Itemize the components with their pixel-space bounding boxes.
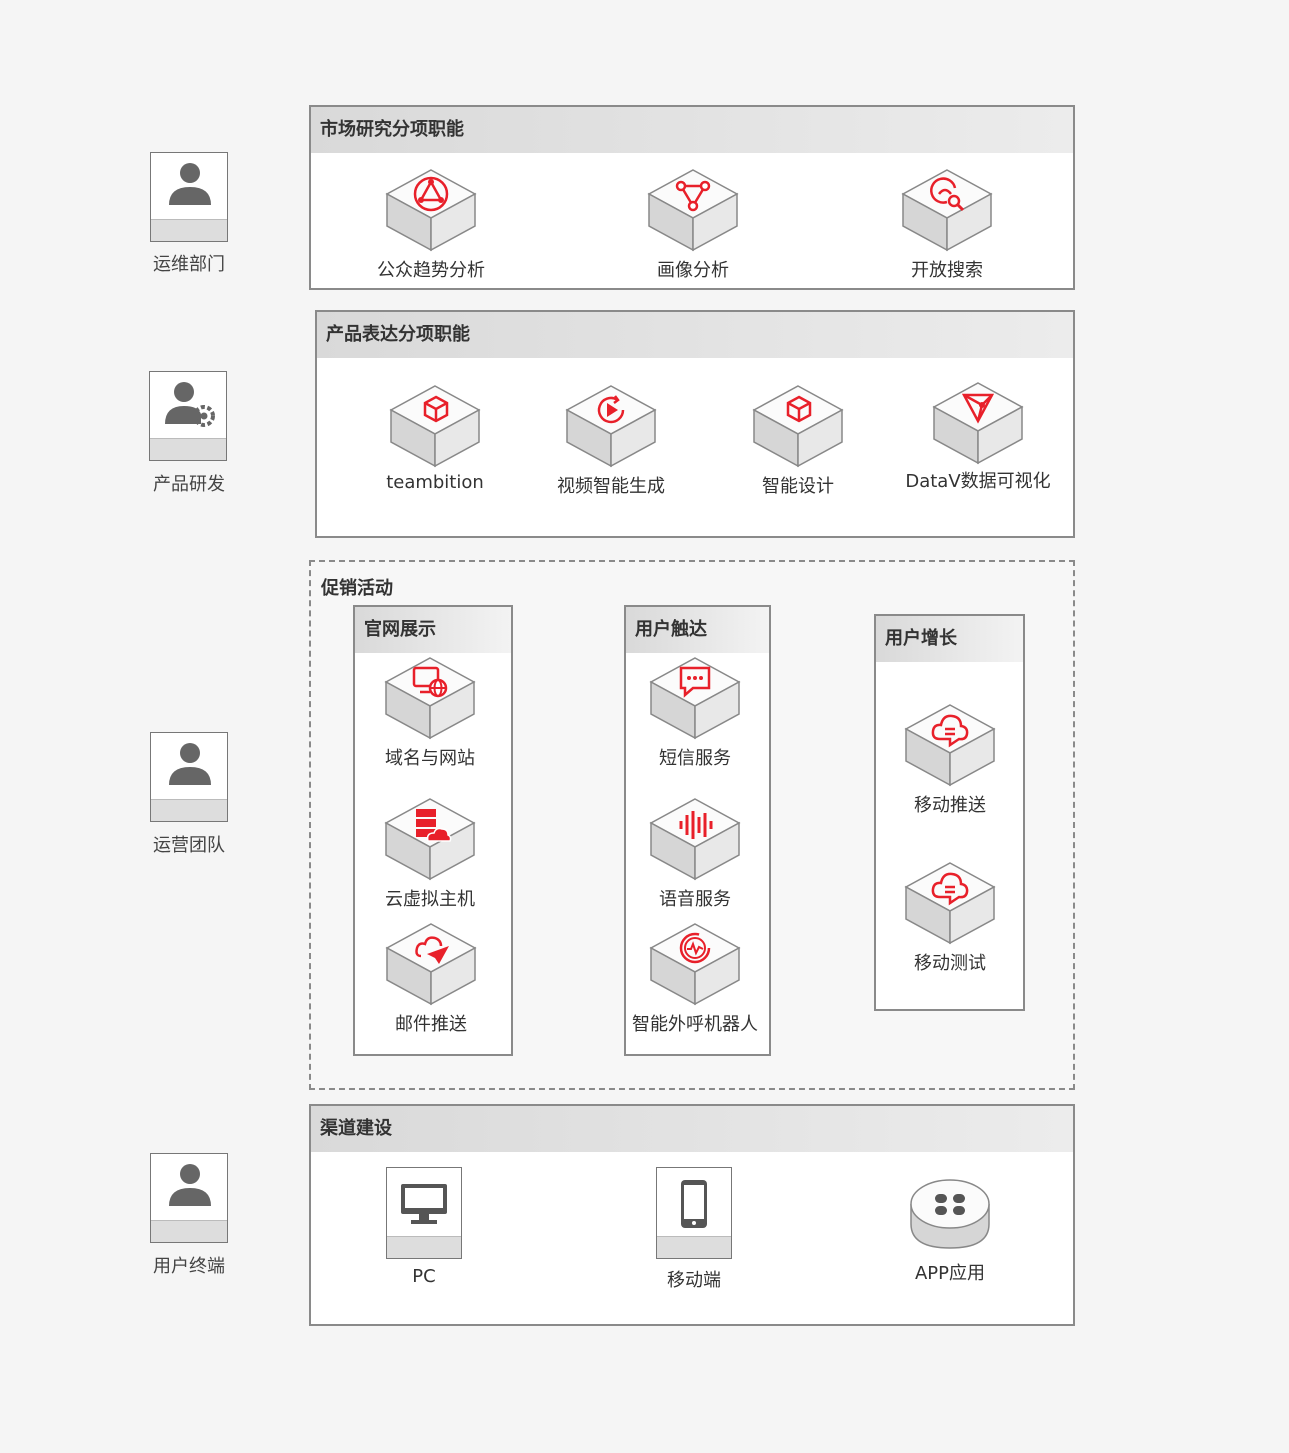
smartphone-icon — [681, 1180, 707, 1228]
monitor-globe-icon — [412, 666, 448, 698]
node-label: 邮件推送 — [395, 1014, 467, 1035]
box-3d-icon — [423, 395, 449, 423]
node-label: 画像分析 — [657, 260, 729, 281]
node-label: 云虚拟主机 — [385, 889, 475, 910]
role-label: 用户终端 — [153, 1256, 225, 1277]
node-label: 短信服务 — [659, 748, 731, 769]
cloud-plane-icon — [415, 936, 449, 964]
node-label: 移动推送 — [914, 795, 986, 816]
node-label: 移动测试 — [914, 953, 986, 974]
role-label: 运维部门 — [153, 254, 225, 275]
device-label: PC — [412, 1266, 436, 1287]
node-label: 开放搜索 — [911, 260, 983, 281]
network-triangle-icon — [413, 176, 449, 212]
node-label: 语音服务 — [659, 889, 731, 910]
search-icon — [930, 177, 965, 212]
group-title: 用户增长 — [876, 616, 1023, 662]
device-label: 移动端 — [667, 1270, 721, 1291]
panel-title: 渠道建设 — [311, 1106, 1073, 1152]
role-label: 产品研发 — [153, 474, 225, 495]
person-icon — [169, 163, 211, 205]
role-user-card — [150, 1153, 228, 1243]
role-operation-card — [150, 732, 228, 822]
cloud-message-icon — [931, 872, 969, 906]
video-play-icon — [597, 395, 625, 424]
group-title: 用户触达 — [626, 607, 769, 653]
node-label: 域名与网站 — [385, 748, 475, 769]
group-title: 官网展示 — [355, 607, 511, 653]
panel-title: 产品表达分项职能 — [317, 312, 1073, 358]
sound-wave-icon — [679, 811, 713, 839]
device-pc[interactable] — [386, 1167, 462, 1259]
person-icon — [169, 743, 211, 785]
node-label: 公众趋势分析 — [377, 260, 485, 281]
panel-title: 市场研究分项职能 — [311, 107, 1073, 153]
cloud-message-icon — [931, 714, 969, 748]
node-label: DataV数据可视化 — [905, 471, 1051, 492]
node-label: 视频智能生成 — [557, 476, 665, 497]
monitor-icon — [401, 1184, 447, 1224]
person-gear-icon — [165, 382, 215, 427]
node-label: teambition — [386, 472, 484, 493]
role-ops-card — [150, 152, 228, 242]
panel-title: 促销活动 — [321, 578, 393, 599]
phone-pulse-icon — [679, 932, 711, 964]
app-grid-icon[interactable] — [909, 1176, 991, 1252]
graph-nodes-icon — [675, 180, 711, 212]
node-label: 智能设计 — [762, 476, 834, 497]
box-3d-icon — [786, 395, 812, 423]
device-label: APP应用 — [914, 1263, 986, 1284]
role-label: 运营团队 — [153, 835, 225, 856]
group-user-growth: 用户增长 — [874, 614, 1025, 1011]
triangle-network-icon — [961, 393, 995, 424]
server-cloud-icon — [416, 809, 452, 842]
person-icon — [169, 1164, 211, 1206]
device-mobile[interactable] — [656, 1167, 732, 1259]
node-label: 智能外呼机器人 — [632, 1014, 758, 1035]
role-rd-card — [149, 371, 227, 461]
chat-bubble-icon — [679, 666, 711, 698]
